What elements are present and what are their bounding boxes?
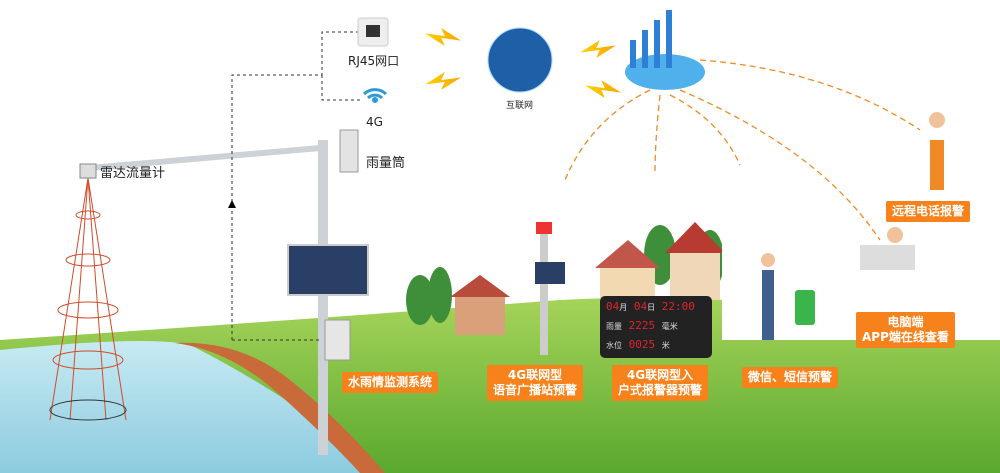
- tag-text: 4G联网型入: [626, 368, 694, 382]
- led-alarm-display: 04月 04日 22:00 雨量 2225 毫米 水位 0025 米: [600, 296, 712, 358]
- tag-text: APP端在线查看: [862, 330, 949, 344]
- led-month: 04: [606, 300, 620, 313]
- 4g-label: 4G: [366, 115, 383, 129]
- led-day: 04: [633, 300, 648, 313]
- led-day-unit: 日: [647, 303, 656, 312]
- tag-text: 远程电话报警: [892, 204, 965, 218]
- led-level-label: 水位: [606, 341, 622, 350]
- led-level-unit: 米: [661, 341, 670, 350]
- broadcast-warning-tag: 4G联网型语音广播站预警: [487, 365, 584, 401]
- tag-text: 水雨情监测系统: [348, 375, 433, 389]
- tag-text: 户式报警器预警: [618, 383, 703, 397]
- monitoring-system-tag: 水雨情监测系统: [342, 372, 439, 393]
- led-month-unit: 月: [619, 303, 628, 312]
- phone-alarm-tag: 远程电话报警: [886, 201, 971, 222]
- rain-gauge-label: 雨量筒: [366, 156, 406, 171]
- tag-text: 电脑端: [887, 315, 924, 329]
- internet-label: 互联网: [506, 101, 534, 111]
- tag-text: 4G联网型: [507, 368, 563, 382]
- led-rain-value: 2225: [628, 319, 656, 332]
- tag-text: 语音广播站预警: [493, 383, 578, 397]
- sms-warning-tag: 微信、短信预警: [742, 367, 839, 388]
- led-rain-unit: 毫米: [661, 322, 678, 331]
- radar-label: 雷达流量计: [100, 166, 166, 181]
- tag-text: 微信、短信预警: [748, 370, 833, 384]
- household-alarm-tag: 4G联网型入户式报警器预警: [612, 365, 709, 401]
- led-time: 22:00: [661, 300, 695, 313]
- rj45-label: RJ45网口: [348, 54, 400, 68]
- led-rain-label: 雨量: [606, 322, 622, 331]
- led-level-value: 0025: [628, 338, 656, 351]
